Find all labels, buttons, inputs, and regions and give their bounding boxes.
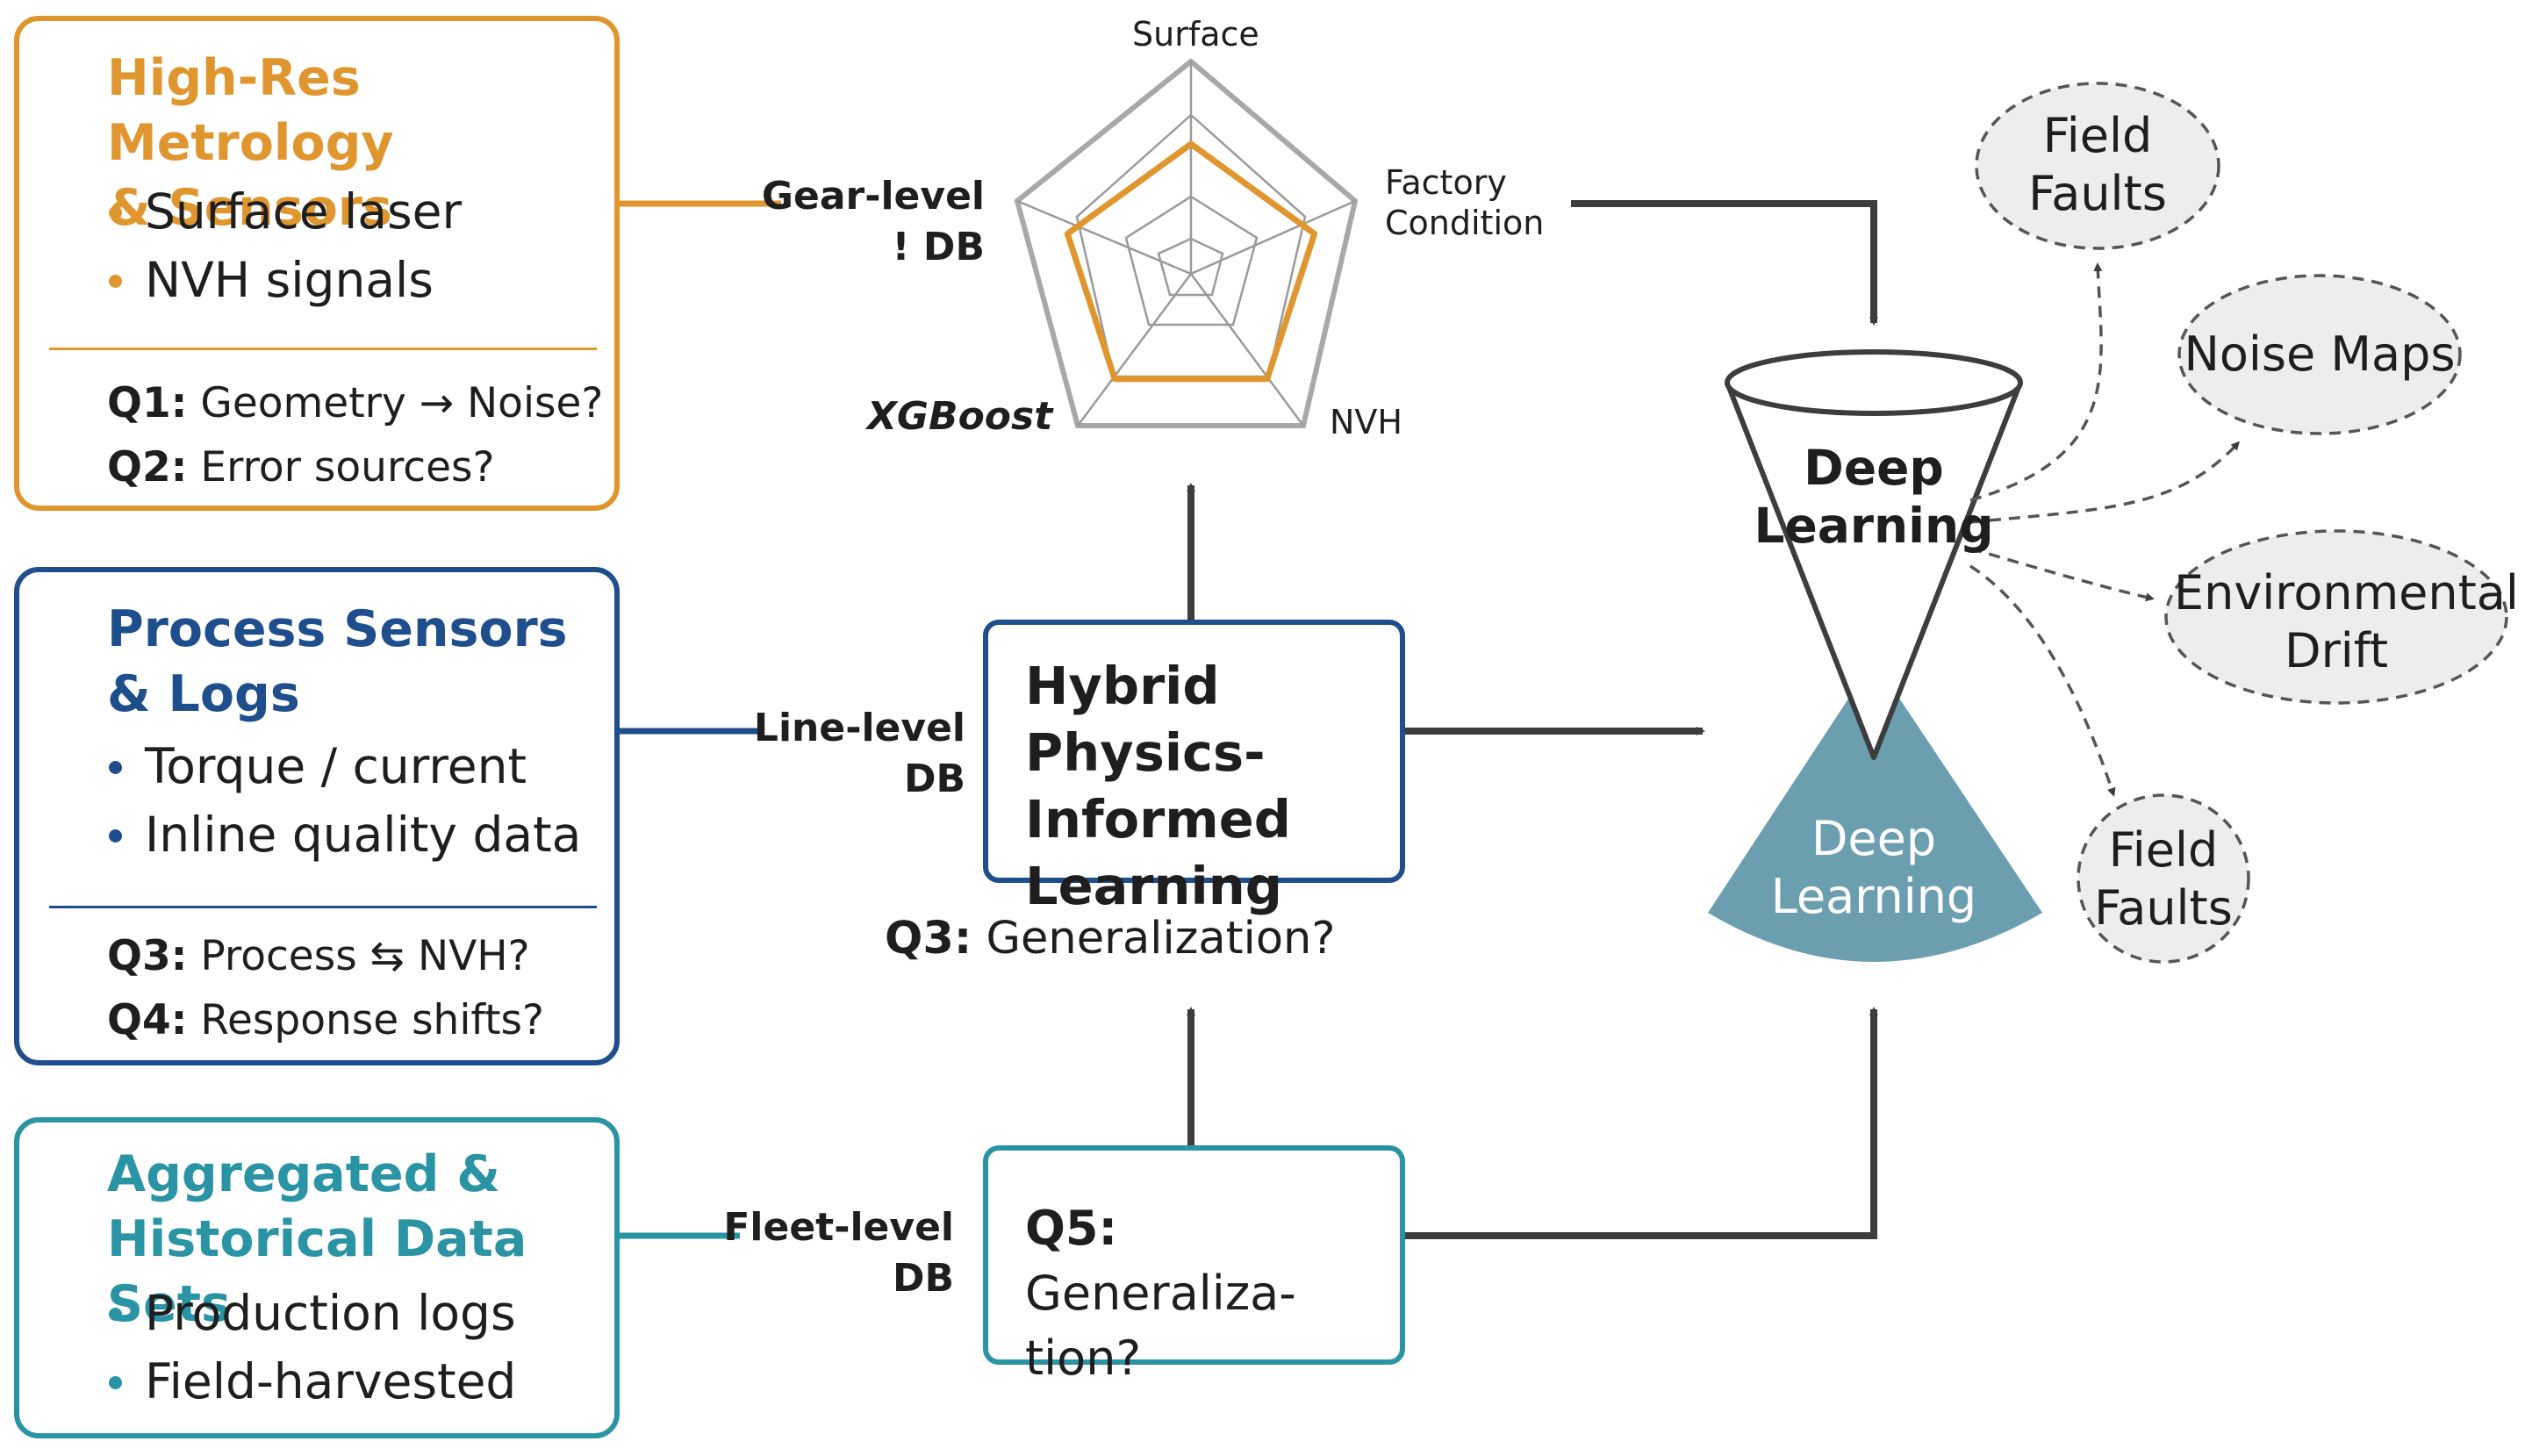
aggregated-bullet: Field-harvested — [105, 1347, 516, 1416]
radar-chart — [1014, 58, 1359, 428]
dl-to-noise-maps-arrow — [1969, 441, 2241, 524]
deep-learning-cone — [1708, 660, 2042, 962]
radar-axis-nvh: NVH — [1330, 403, 1402, 441]
output-cloud-field-faults-bottom — [2077, 793, 2250, 964]
aggregated-bullet-list: Production logs Field-harvested — [105, 1279, 516, 1416]
metrology-divider — [49, 348, 597, 350]
process-divider — [49, 906, 597, 908]
radar-axis-xgboost: XGBoost — [867, 394, 1053, 439]
process-bullet-list: Torque / current Inline quality data — [105, 732, 581, 869]
radar-spoke — [1189, 273, 1305, 427]
radar-grid-ring — [1124, 195, 1259, 326]
output-cloud-field-faults-top — [1975, 82, 2220, 250]
q5-to-dl-arrow — [1405, 1007, 1878, 1239]
process-question-q3: Q3: Process ⇆ NVH? — [107, 932, 530, 980]
funnel-rim — [1725, 349, 2023, 416]
radar-spoke — [1076, 273, 1193, 427]
output-cloud-environmental-drift — [2164, 529, 2508, 705]
metrology-source-box: High-Res Metrology & Sensors Surface las… — [14, 16, 620, 511]
hybrid-learning-title: Hybrid Physics- Informed Learning — [1025, 656, 1291, 916]
metrology-bullet: Surface laser — [105, 177, 462, 246]
hybrid-question: Q3: Generalization? — [885, 913, 1336, 965]
radar-grid-ring — [1157, 237, 1224, 297]
q5-text: Q5: Generaliza- tion? — [1025, 1201, 1296, 1386]
process-question-q4: Q4: Response shifts? — [107, 996, 544, 1044]
process-bullet: Inline quality data — [105, 800, 581, 869]
q5-box: Q5: Generaliza- tion? — [983, 1145, 1405, 1386]
output-field-faults-bottom-label: Field Faults — [2094, 822, 2233, 936]
deep-learning-cone-label: Deep Learning — [1770, 811, 1977, 924]
hybrid-learning-box: Hybrid Physics- Informed Learning — [983, 620, 1405, 916]
dl-to-environmental-drift-arrow — [1969, 547, 2155, 602]
aggregated-bullet: Production logs — [105, 1279, 516, 1347]
radar-axis-surface: Surface — [1132, 15, 1259, 54]
fleet-level-db-label: Fleet-level DB — [723, 1205, 954, 1301]
dl-to-field-faults-top-arrow — [1969, 262, 2103, 502]
metrology-bullet-list: Surface laser NVH signals — [105, 177, 462, 314]
output-cloud-noise-maps — [2177, 274, 2462, 435]
radar-series-polygon — [1064, 140, 1318, 383]
metrology-question-q2: Q2: Error sources? — [107, 443, 495, 491]
output-environmental-drift-label: Environmental Drift — [2174, 565, 2519, 678]
deep-learning-funnel — [1725, 381, 2023, 760]
radar-spoke — [1190, 199, 1356, 276]
dl-to-field-faults-bottom-arrow — [1969, 564, 2116, 797]
output-noise-maps-label: Noise Maps — [2184, 326, 2456, 382]
metrology-question-q1: Q1: Geometry → Noise? — [107, 379, 604, 427]
radar-to-dl-arrow — [1571, 200, 1878, 326]
radar-grid-outer — [1014, 58, 1359, 428]
aggregated-source-box: Aggregated & Historical Data Sets Produc… — [14, 1117, 620, 1438]
gear-level-db-label: Gear-level ! DB — [761, 174, 985, 269]
process-source-box: Process Sensors & Logs Torque / current … — [14, 567, 620, 1065]
metrology-bullet: NVH signals — [105, 246, 462, 314]
aggregated-title: Aggregated & Historical Data Sets — [107, 1145, 527, 1333]
process-title: Process Sensors & Logs — [107, 600, 568, 723]
radar-axis-factory-condition: Factory Condition — [1385, 163, 1545, 242]
line-level-db-label: Line-level DB — [753, 706, 965, 801]
metrology-title: High-Res Metrology & Sensors — [107, 49, 394, 237]
process-bullet: Torque / current — [105, 732, 581, 800]
radar-spoke — [1016, 199, 1192, 276]
output-field-faults-top-label: Field Faults — [2028, 108, 2167, 221]
deep-learning-funnel-label: Deep Learning — [1754, 440, 1994, 554]
